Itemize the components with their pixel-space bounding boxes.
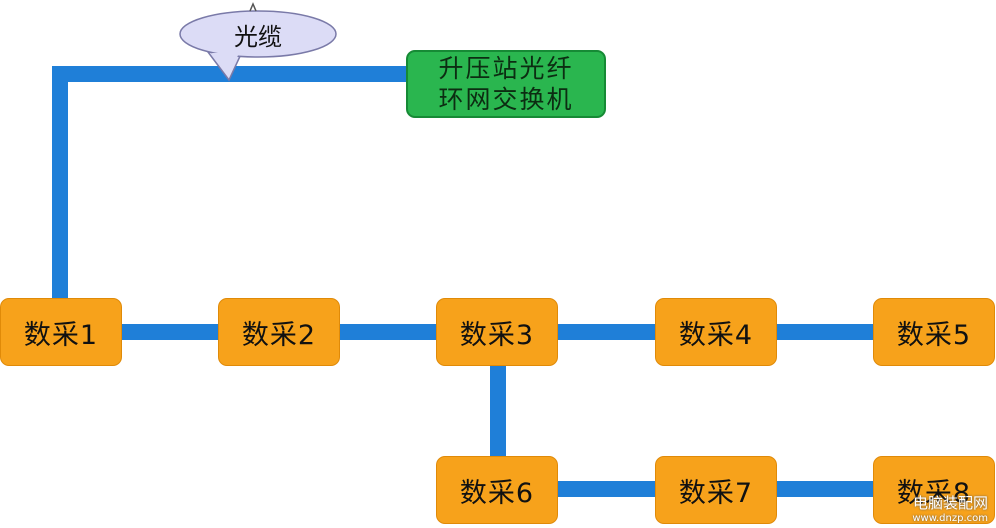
switch-label-line1: 升压站光纤	[438, 54, 574, 83]
node-data-acquisition-1: 数采1	[0, 298, 122, 366]
watermark-site-name: 电脑装配网	[912, 494, 988, 512]
callout-pointer-cover	[212, 53, 239, 76]
node-data-acquisition-3: 数采3	[436, 298, 558, 366]
node-data-acquisition-7: 数采7	[655, 456, 777, 524]
node-data-acquisition-6: 数采6	[436, 456, 558, 524]
callout-top-tick	[249, 2, 257, 12]
switch-label-line2: 环网交换机	[438, 85, 574, 114]
node-data-acquisition-8: 数采8	[873, 456, 995, 524]
ring-network-switch: 升压站光纤 环网交换机	[406, 50, 606, 118]
node-data-acquisition-4: 数采4	[655, 298, 777, 366]
node-data-acquisition-5: 数采5	[873, 298, 995, 366]
watermark-url: www.dnzp.com	[912, 513, 988, 524]
link-node3-to-node6	[490, 366, 506, 458]
callout-label: 光缆	[234, 22, 282, 51]
link-fiber-vertical	[52, 66, 68, 298]
callout-ellipse	[179, 10, 337, 58]
node-data-acquisition-2: 数采2	[218, 298, 340, 366]
watermark: 电脑装配网 www.dnzp.com	[912, 492, 988, 524]
